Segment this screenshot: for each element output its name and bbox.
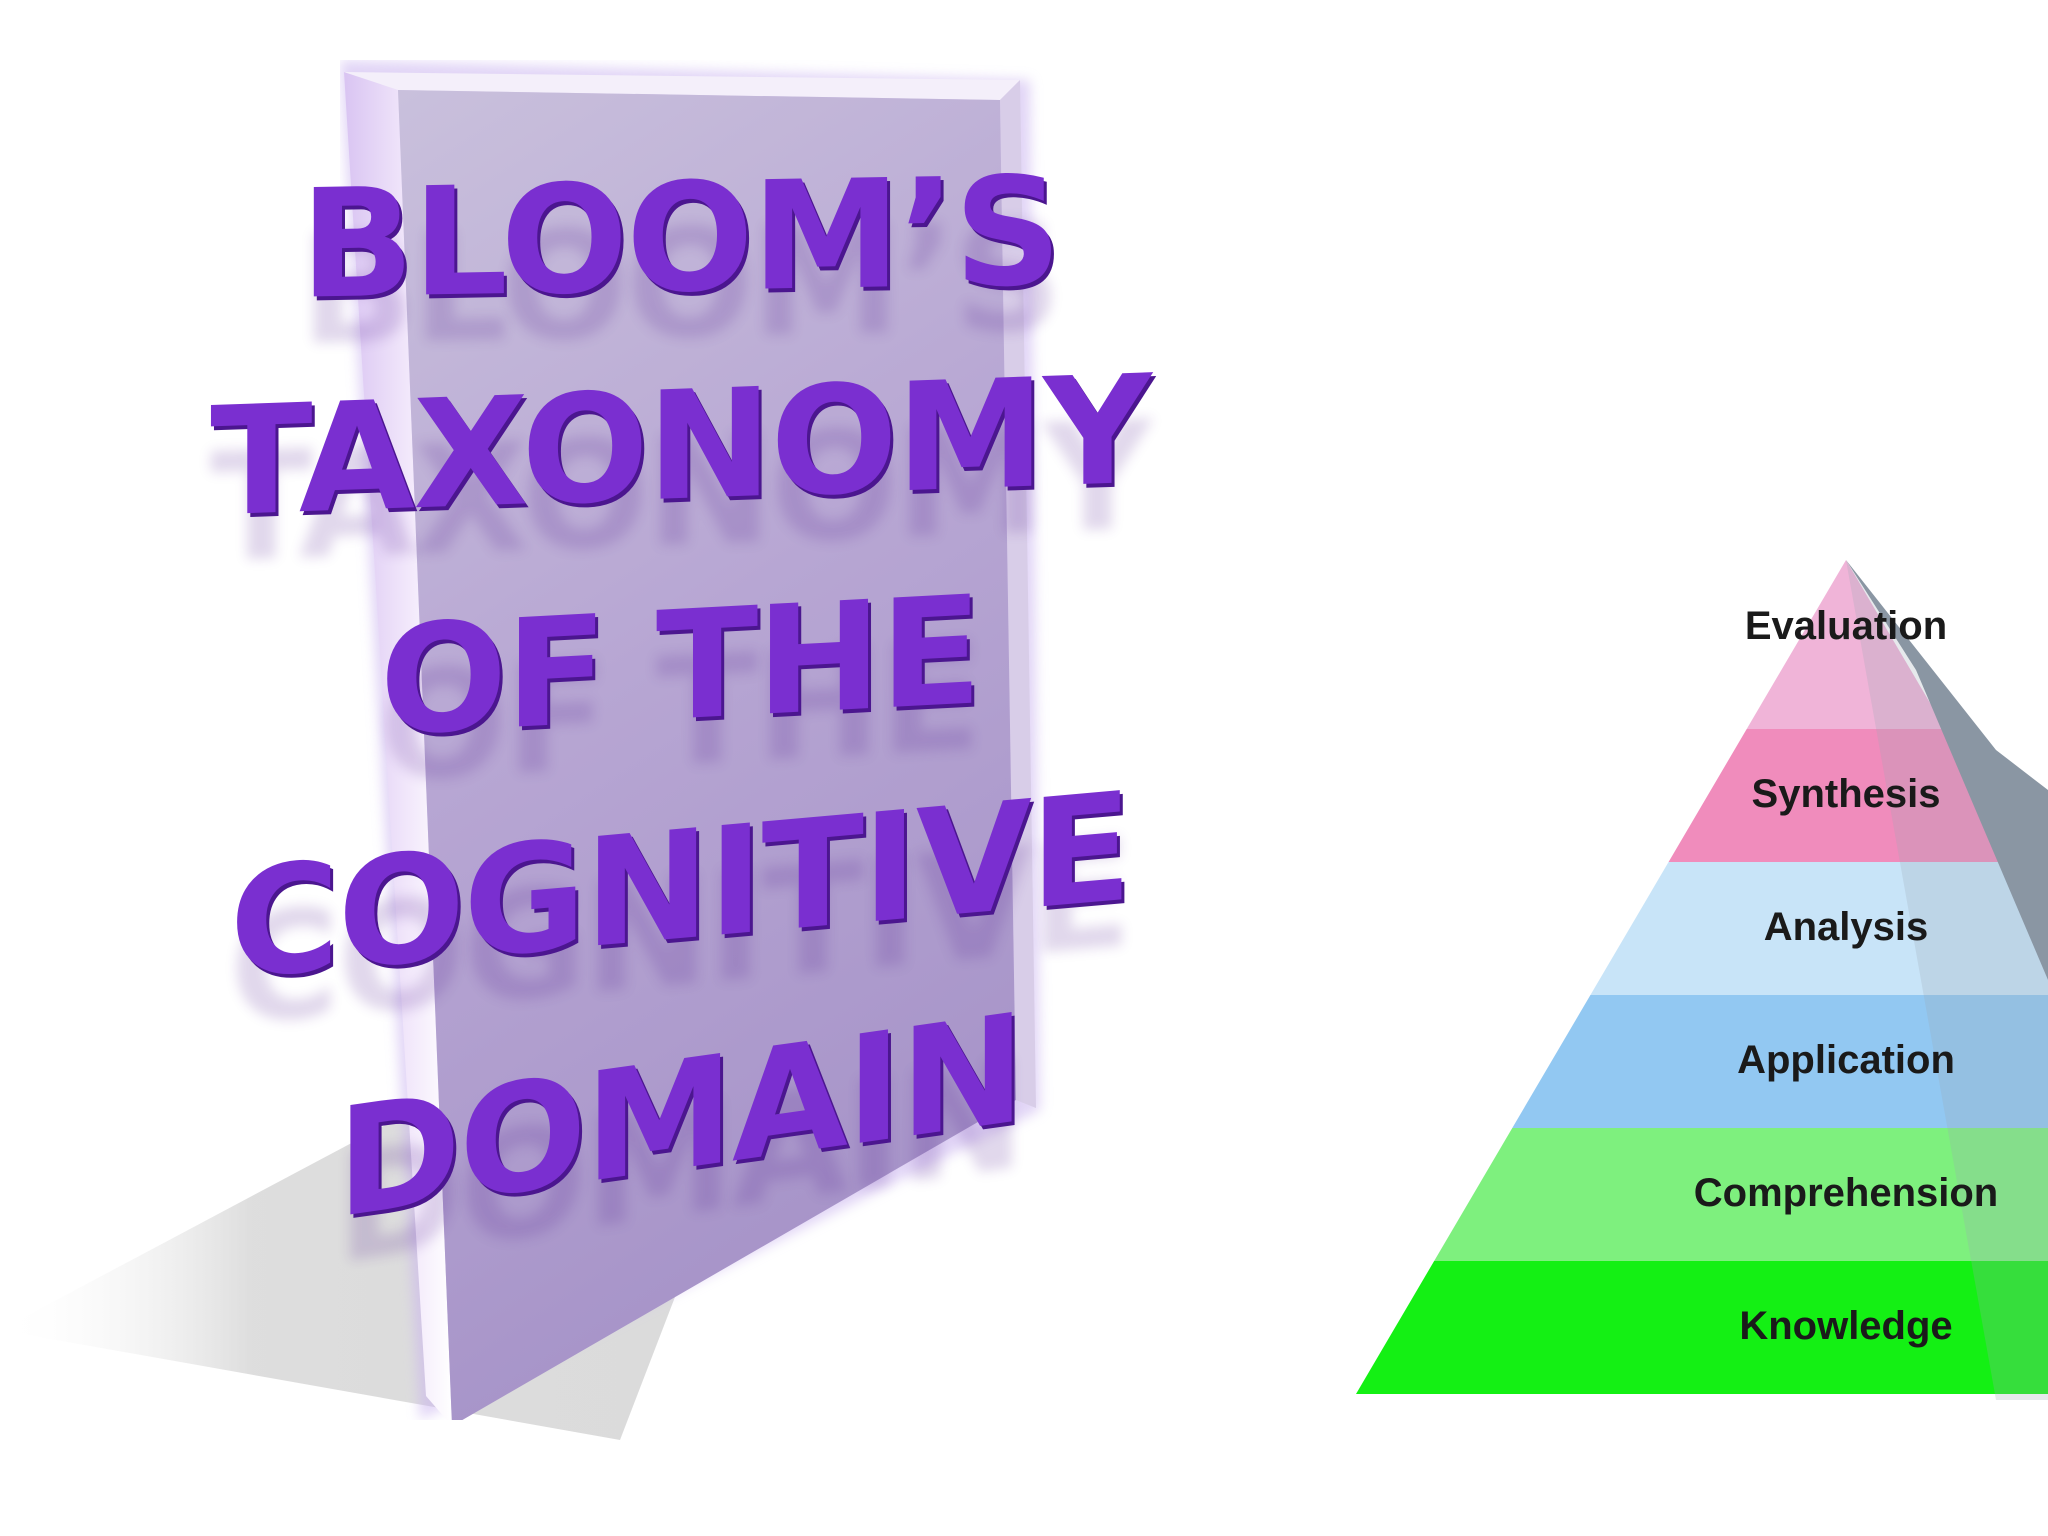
pyramid-label-knowledge: Knowledge — [1739, 1303, 1953, 1348]
pyramid-side-shadow — [1846, 560, 2048, 980]
title-board: BLOOM’S TAXONOMY OF THE COGNITIVE DOMAIN — [210, 60, 1360, 1420]
pyramid-label-analysis: Analysis — [1763, 904, 1929, 949]
pyramid-side-shadow — [1846, 560, 2048, 1400]
pyramid-label-evaluation: Evaluation — [1744, 604, 1948, 648]
pyramid-label-synthesis: Synthesis — [1751, 771, 1941, 816]
pyramid-level-comprehension — [1434, 1128, 2048, 1261]
pyramid-level-knowledge — [1356, 1261, 2048, 1394]
pyramid-label-comprehension: Comprehension — [1693, 1170, 1999, 1215]
pyramid-level-synthesis — [1668, 729, 2024, 862]
pyramid-level-analysis — [1590, 862, 2048, 995]
pyramid-level-application — [1512, 995, 2048, 1128]
pyramid-label-application: Application — [1737, 1037, 1955, 1082]
board-frame — [340, 60, 1040, 1420]
pyramid-level-evaluation — [1746, 560, 1946, 729]
pyramid-shape — [1356, 560, 2048, 1400]
